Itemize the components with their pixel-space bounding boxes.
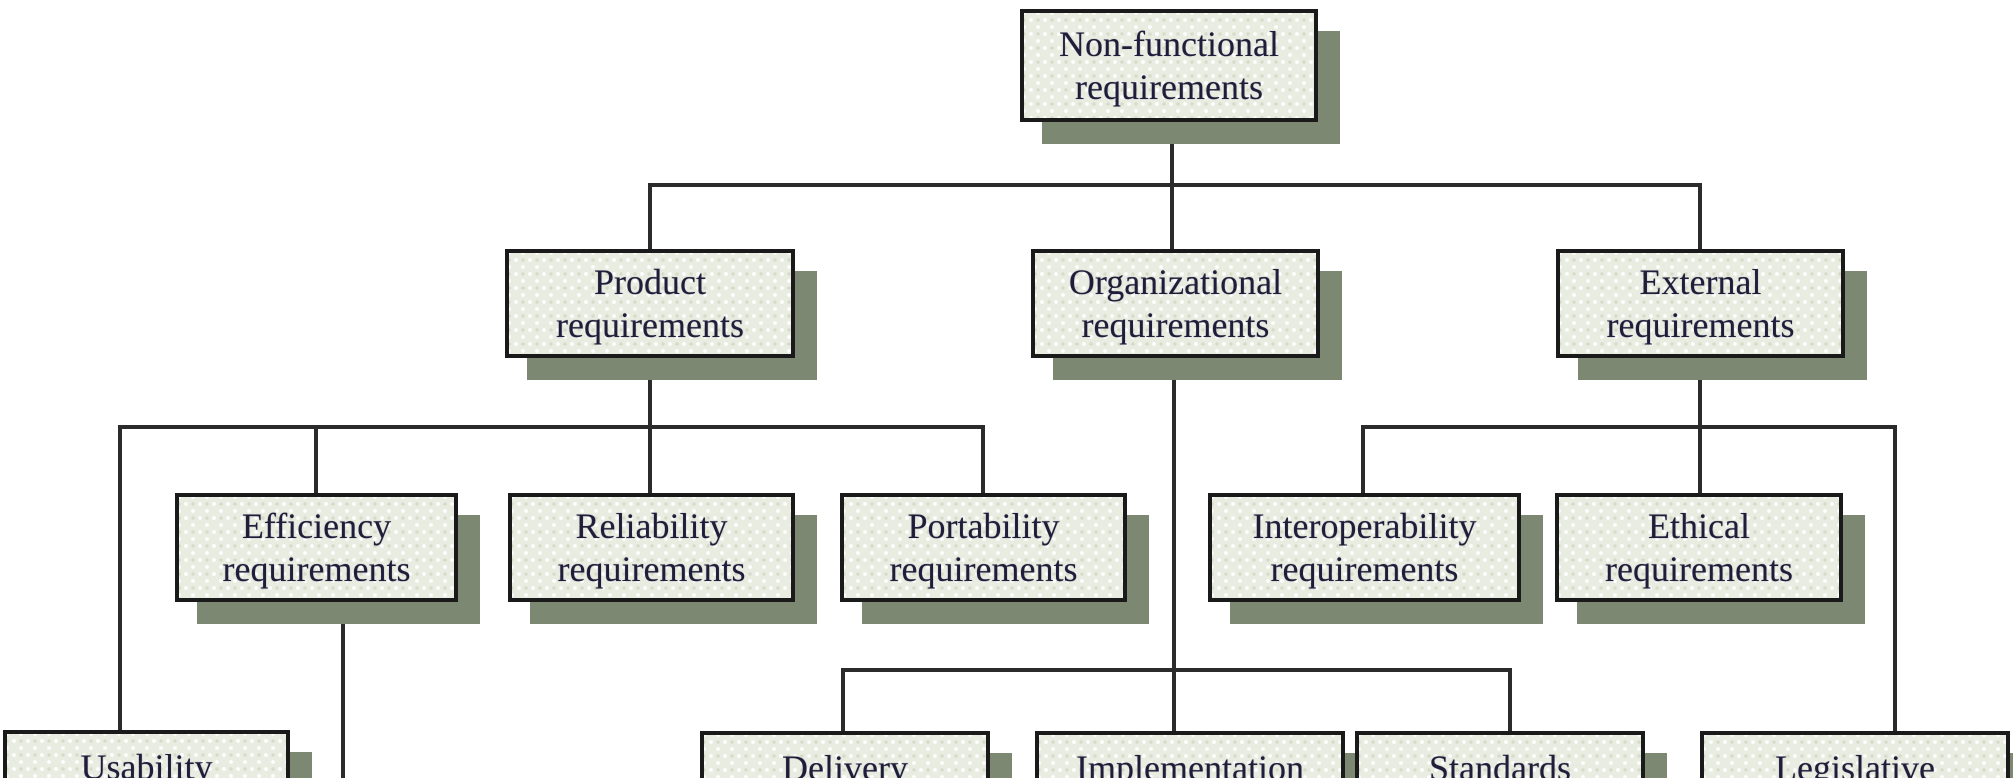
- node-standards: Standards: [1355, 731, 1645, 778]
- node-label: Efficiency requirements: [222, 506, 411, 589]
- node-implementation: Implementation: [1035, 731, 1345, 778]
- node-label: Organizational requirements: [1068, 262, 1283, 345]
- connector-efficiency-children-offscreen: [341, 602, 345, 778]
- connector-organizational-to-implementation: [1172, 358, 1176, 731]
- node-label: Delivery: [782, 748, 908, 778]
- node-legislative: Legislative: [1700, 731, 2010, 778]
- node-label: Standards: [1429, 748, 1571, 778]
- connector-organizational-children-bus: [841, 668, 1510, 672]
- connector-drop-external: [1698, 183, 1702, 249]
- node-delivery: Delivery: [700, 731, 990, 778]
- node-label: Implementation: [1076, 748, 1304, 778]
- connector-drop-usability: [118, 425, 122, 730]
- connector-drop-efficiency: [314, 425, 318, 493]
- node-portability-requirements: Portability requirements: [840, 493, 1127, 602]
- connector-level2-bus: [648, 183, 1702, 187]
- node-label: Interoperability requirements: [1252, 506, 1477, 589]
- node-label: External requirements: [1606, 262, 1795, 345]
- connector-external-children-bus: [1361, 425, 1897, 429]
- node-ethical-requirements: Ethical requirements: [1555, 493, 1843, 602]
- node-external-requirements: External requirements: [1556, 249, 1845, 358]
- node-product-requirements: Product requirements: [505, 249, 795, 358]
- node-label: Usability: [80, 747, 213, 778]
- connector-drop-product: [648, 183, 652, 249]
- node-label: Product requirements: [556, 262, 744, 345]
- node-interoperability-requirements: Interoperability requirements: [1208, 493, 1521, 602]
- connector-drop-portability: [981, 425, 985, 493]
- connector-drop-interoperability: [1361, 425, 1365, 493]
- node-label: Legislative: [1775, 748, 1935, 778]
- node-efficiency-requirements: Efficiency requirements: [175, 493, 458, 602]
- node-label: Non-functional requirements: [1059, 24, 1279, 107]
- connector-drop-standards: [1508, 668, 1512, 731]
- node-label: Ethical requirements: [1605, 506, 1793, 589]
- node-label: Portability requirements: [889, 506, 1078, 589]
- node-reliability-requirements: Reliability requirements: [508, 493, 795, 602]
- node-organizational-requirements: Organizational requirements: [1031, 249, 1320, 358]
- connector-drop-delivery: [841, 668, 845, 731]
- connector-drop-legislative: [1893, 425, 1897, 731]
- node-non-functional-requirements: Non-functional requirements: [1020, 9, 1318, 122]
- connector-product-children-bus: [118, 425, 985, 429]
- node-label: Reliability requirements: [557, 506, 746, 589]
- node-usability: Usability: [3, 730, 290, 778]
